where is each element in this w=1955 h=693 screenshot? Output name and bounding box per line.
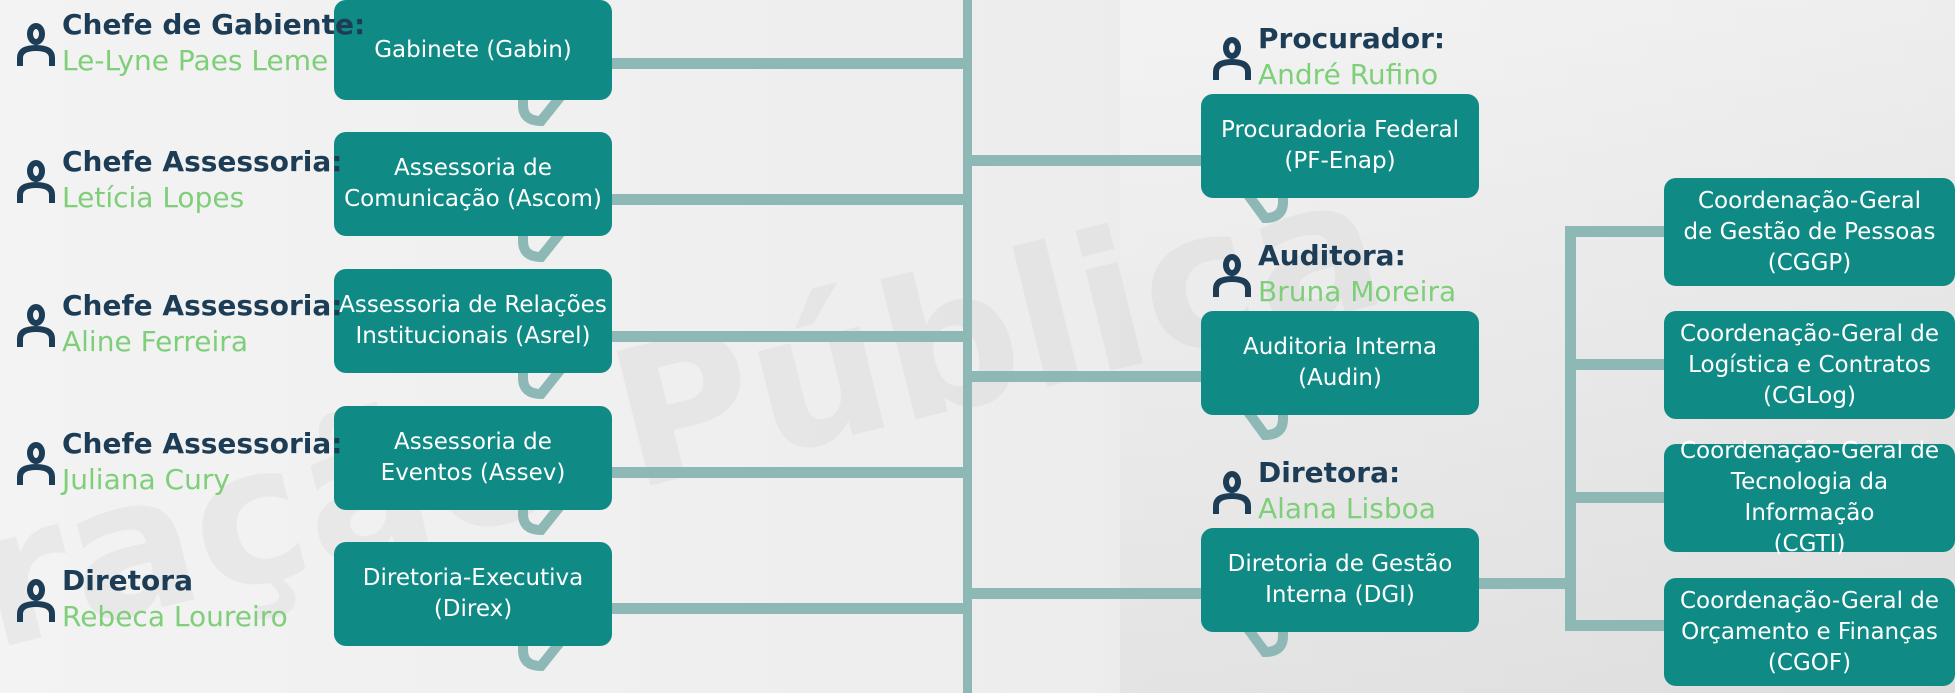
unit-box-audin[interactable]: Auditoria Interna (Audin) xyxy=(1201,311,1479,415)
person-role: Auditora: xyxy=(1258,239,1406,272)
connector-dgi xyxy=(970,588,1203,599)
hook-dgi xyxy=(1238,616,1288,658)
person-icon xyxy=(1213,37,1251,80)
person-icon xyxy=(1213,254,1251,297)
person-icon xyxy=(17,160,55,203)
person-name: Rebeca Loureiro xyxy=(62,600,288,633)
person-name: Le-Lyne Paes Leme xyxy=(62,44,329,77)
unit-box-direx[interactable]: Diretoria-Executiva (Direx) xyxy=(334,542,612,646)
unit-box-cglog[interactable]: Coordenação-Geral de Logística e Contrat… xyxy=(1664,311,1955,419)
person-name: Letícia Lopes xyxy=(62,181,245,214)
connector-asrel xyxy=(610,331,967,342)
connector-cglog xyxy=(1565,359,1665,370)
person-role: Chefe Assessoria: xyxy=(62,145,343,178)
person-name: Bruna Moreira xyxy=(1258,275,1457,308)
person-icon xyxy=(17,442,55,485)
person-role: Chefe Assessoria: xyxy=(62,289,343,322)
hook-ascom xyxy=(518,221,569,263)
hook-asrel xyxy=(518,358,569,400)
person-name: Aline Ferreira xyxy=(62,325,248,358)
connector-cgti xyxy=(1565,492,1665,503)
person-role: Chefe de Gabiente: xyxy=(62,8,366,41)
person-icon xyxy=(17,23,55,66)
unit-box-asrel[interactable]: Assessoria de Relações Institucionais (A… xyxy=(334,269,612,373)
unit-box-assev[interactable]: Assessoria de Eventos (Assev) xyxy=(334,406,612,510)
person-role: Diretora: xyxy=(1258,456,1401,489)
hook-audin xyxy=(1238,399,1288,441)
unit-box-ascom[interactable]: Assessoria de Comunicação (Ascom) xyxy=(334,132,612,236)
person-role: Chefe Assessoria: xyxy=(62,427,343,460)
person-name: Alana Lisboa xyxy=(1258,492,1436,525)
connector-gabin xyxy=(610,58,967,69)
connector-dgi-right xyxy=(1476,578,1570,589)
connector-ascom xyxy=(610,194,967,205)
main-vertical-line xyxy=(963,0,972,693)
unit-box-cgti[interactable]: Coordenação-Geral de Tecnologia da Infor… xyxy=(1664,438,1955,557)
connector-cggp xyxy=(1565,226,1665,237)
unit-box-pf[interactable]: Procuradoria Federal (PF-Enap) xyxy=(1201,94,1479,198)
person-icon xyxy=(17,579,55,622)
person-icon xyxy=(1213,471,1251,514)
person-role: Diretora xyxy=(62,564,193,597)
person-name: Juliana Cury xyxy=(62,463,230,496)
unit-box-gabin[interactable]: Gabinete (Gabin) xyxy=(334,0,612,100)
person-name: André Rufino xyxy=(1258,58,1439,91)
hook-pf xyxy=(1238,182,1288,224)
unit-box-dgi[interactable]: Diretoria de Gestão Interna (DGI) xyxy=(1201,528,1479,632)
unit-box-cgof[interactable]: Coordenação-Geral de Orçamento e Finança… xyxy=(1664,578,1955,686)
connector-cgof xyxy=(1565,620,1665,631)
person-role: Procurador: xyxy=(1258,22,1446,55)
connector-assev xyxy=(610,467,967,478)
person-icon xyxy=(17,304,55,347)
hook-direx xyxy=(518,630,569,672)
hook-assev xyxy=(518,494,569,536)
connector-direx xyxy=(610,603,967,614)
unit-box-cggp[interactable]: Coordenação-Geral de Gestão de Pessoas (… xyxy=(1664,178,1955,286)
connector-audin xyxy=(970,371,1203,382)
right-vertical-line xyxy=(1565,226,1576,631)
connector-pf xyxy=(970,155,1203,166)
hook-gabin xyxy=(518,85,569,127)
